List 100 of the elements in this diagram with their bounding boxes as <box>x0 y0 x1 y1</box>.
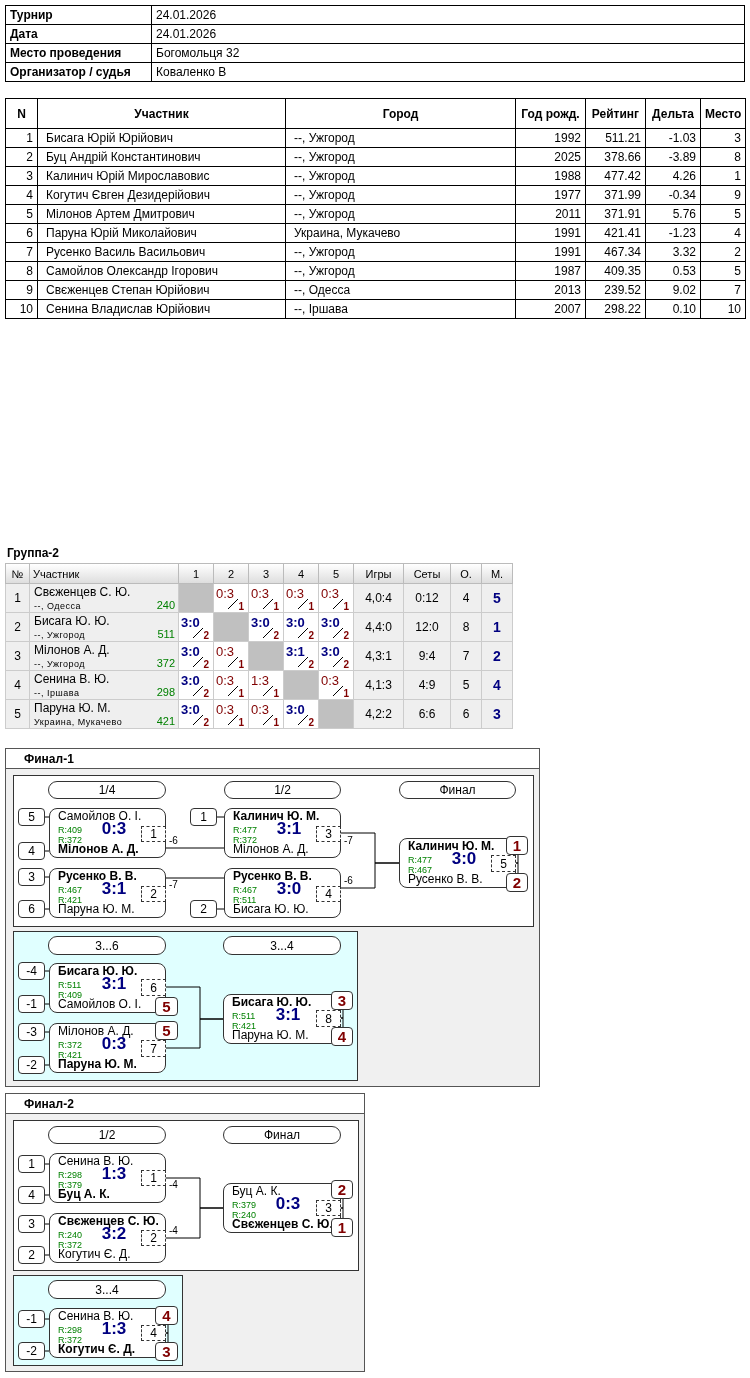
player-name: Сенина В. Ю. <box>58 1155 134 1168</box>
match-number: 4 <box>316 886 341 902</box>
city-name: --, Одесса <box>34 601 82 611</box>
birth-year: 2013 <box>554 283 581 297</box>
match-score: 1:3 <box>100 1322 127 1335</box>
seed-box: 5 <box>18 808 45 826</box>
rating-value: R:379 <box>232 1199 257 1212</box>
city-name: --, Ужгород <box>294 207 355 221</box>
seed-box: -2 <box>18 1342 45 1360</box>
match-score: 0:3 <box>101 1037 127 1050</box>
match-score: 3:0 <box>321 644 340 659</box>
set-mark: 2 <box>203 630 209 641</box>
rating-value: R:477 <box>233 824 258 837</box>
round-pill: 1/4 <box>48 781 166 799</box>
rating-value: 511 <box>157 628 175 640</box>
set-mark: 1 <box>308 601 314 612</box>
birth-year: 1977 <box>554 188 581 202</box>
player-name: Бисага Ю. Ю. <box>232 996 312 1009</box>
final-place: 7 <box>734 283 741 297</box>
player-name: Свєженцев С. Ю. <box>58 1215 159 1228</box>
column-header: О. <box>460 567 472 580</box>
rating-value: 421.41 <box>604 226 641 240</box>
player-name: Сенина В. Ю. <box>34 672 110 686</box>
player-name: Бисага Юрій Юрійович <box>46 131 174 145</box>
match-number: 6 <box>141 979 166 996</box>
match-score: 0:3 <box>216 702 235 717</box>
match-box <box>224 868 341 918</box>
rating-value: R:372 <box>58 1334 83 1345</box>
match-box <box>224 808 341 858</box>
place-box: 3 <box>155 1342 178 1361</box>
player-name: Сенина Владислав Юрійович <box>46 302 211 316</box>
rating-value: 371.91 <box>604 207 641 221</box>
row-number: 4 <box>14 678 21 692</box>
round-pill: 1/2 <box>224 781 341 799</box>
set-mark: 2 <box>308 717 314 728</box>
player-name: Калинич Ю. М. <box>233 810 320 823</box>
player-name: Русенко В. В. <box>58 870 137 883</box>
field-label: Турнир <box>10 8 53 22</box>
rating-change: 0.53 <box>672 264 696 278</box>
connector-line <box>165 1332 169 1343</box>
connector-line <box>165 847 225 849</box>
final-place: 1 <box>734 169 741 183</box>
birth-year: 2007 <box>554 302 581 316</box>
column-header: Участник <box>134 106 189 121</box>
final-place: 4 <box>734 226 741 240</box>
city-name: --, Іршава <box>294 302 348 316</box>
place-box: 5 <box>155 997 178 1016</box>
rating-value: R:421 <box>232 1020 257 1031</box>
city-name: --, Ужгород <box>294 188 355 202</box>
birth-year: 1991 <box>554 226 581 240</box>
player-name: Мілонов А. Д. <box>58 843 139 856</box>
match-score: 3:1 <box>100 977 127 990</box>
player-name: Калинич Юрій Мирославовис <box>46 169 210 183</box>
row-number: 2 <box>14 620 21 634</box>
match-number: 1 <box>141 1170 166 1186</box>
final-place: 10 <box>727 302 741 316</box>
rating-change: 9.02 <box>672 283 696 297</box>
set-mark: 1 <box>238 659 244 670</box>
city-name: --, Одесса <box>294 283 351 297</box>
column-header: Дельта <box>652 106 694 121</box>
match-score: 3:0 <box>286 615 305 630</box>
place-box: 2 <box>331 1180 353 1199</box>
connector-line <box>44 1003 50 1005</box>
round-pill: 3...6 <box>48 936 166 955</box>
seed-box: -1 <box>18 995 45 1013</box>
match-score: 1:3 <box>100 1167 127 1180</box>
column-header: Место <box>705 106 742 121</box>
player-name: Буц А. К. <box>58 1188 110 1201</box>
player-name: Мілонов А. Д. <box>233 843 309 856</box>
seed-box: 4 <box>18 1186 45 1204</box>
row-number: 9 <box>26 283 33 297</box>
set-mark: 1 <box>238 601 244 612</box>
place-box: 2 <box>506 873 528 892</box>
edge-label: -6 <box>169 836 178 846</box>
final-place: 2 <box>734 245 741 259</box>
connector-line <box>165 877 225 879</box>
set-mark: 1 <box>238 717 244 728</box>
match-score: 3:0 <box>286 702 305 717</box>
group-place: 3 <box>493 706 501 722</box>
player-name: Свєженцев Степан Юрійович <box>46 283 210 297</box>
edge-label: -4 <box>169 1226 178 1236</box>
match-number: 1 <box>141 826 166 842</box>
rating-value: 371.99 <box>604 188 641 202</box>
panel-title: Финал-2 <box>6 1094 364 1114</box>
city-name: --, Ужгород <box>294 169 355 183</box>
seed-box: -3 <box>18 1023 45 1041</box>
column-header: Год рожд. <box>521 106 580 121</box>
city-name: Украина, Мукачево <box>294 226 401 240</box>
round-pill: 3...4 <box>223 936 341 955</box>
set-mark: 2 <box>343 630 349 641</box>
player-name: Свєженцев С. Ю. <box>34 585 131 599</box>
column-header: 3 <box>262 567 270 580</box>
player-name: Свєженцев С. Ю. <box>232 1218 333 1231</box>
player-name: Самойлов О. І. <box>58 810 142 823</box>
seed-box: 3 <box>18 1215 45 1233</box>
set-mark: 2 <box>308 659 314 670</box>
sets-value: 0:12 <box>415 591 439 605</box>
set-mark: 2 <box>343 659 349 670</box>
edge-label: -7 <box>169 880 178 890</box>
row-number: 1 <box>14 591 21 605</box>
